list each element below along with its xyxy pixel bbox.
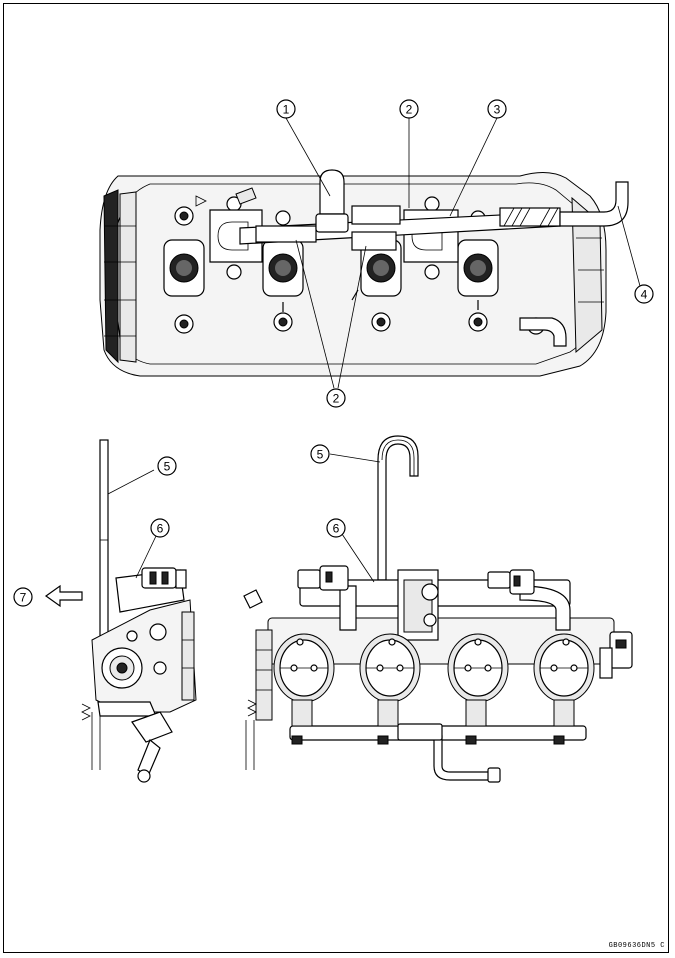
callout-6-right: 6: [326, 518, 346, 538]
throttle-bore-2: [359, 633, 421, 703]
plug-boss-4: [457, 239, 499, 297]
svg-text:6: 6: [333, 522, 340, 536]
callout-1: 1: [276, 99, 296, 119]
callout-6-left: 6: [150, 518, 170, 538]
svg-text:3: 3: [494, 103, 501, 117]
front-direction-arrow: [44, 584, 83, 608]
callout-5-right: 5: [310, 444, 330, 464]
svg-text:2: 2: [406, 103, 413, 117]
leader-lines-top: [285, 117, 641, 389]
callout-2-top: 2: [399, 99, 419, 119]
plug-boss-2: [262, 239, 304, 297]
callout-7: 7: [13, 587, 33, 607]
svg-text:4: 4: [641, 288, 648, 302]
leader-lines-lower-left: [107, 469, 157, 579]
hose-5-front: [377, 435, 419, 581]
throttle-body-side-view: [81, 439, 197, 783]
throttle-bore-1: [273, 633, 335, 703]
svg-text:7: 7: [20, 591, 27, 605]
throttle-bore-3: [447, 633, 509, 703]
throttle-body-front-view: [243, 435, 633, 783]
svg-text:6: 6: [157, 522, 164, 536]
cylinder-head-cover: [99, 169, 629, 377]
callout-4: 4: [634, 284, 654, 304]
callout-5-left: 5: [157, 456, 177, 476]
plug-boss-1: [163, 239, 205, 297]
page-frame: [3, 3, 669, 953]
svg-text:2: 2: [333, 392, 340, 406]
drawing-code: GB09636DN5 C: [608, 942, 665, 950]
callout-3: 3: [487, 99, 507, 119]
hose-section-hatch: [499, 207, 561, 227]
svg-text:5: 5: [164, 460, 171, 474]
leader-lines-lower-right: [329, 453, 381, 583]
callout-2-bottom: 2: [326, 388, 346, 408]
svg-text:5: 5: [317, 448, 324, 462]
throttle-bore-4: [533, 633, 595, 703]
svg-text:1: 1: [283, 103, 290, 117]
